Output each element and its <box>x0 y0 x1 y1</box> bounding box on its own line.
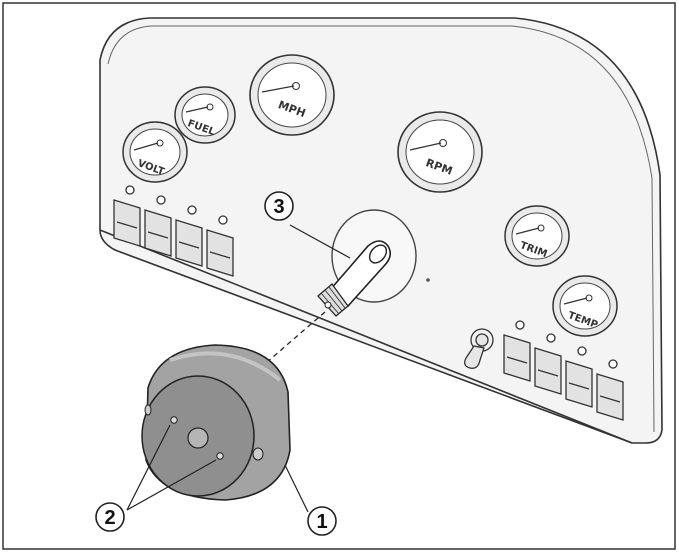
toggle-switch <box>206 215 234 277</box>
callout-1: 1 <box>307 506 337 536</box>
gauge-temp: TEMP <box>552 275 618 337</box>
toggle-switch <box>144 195 172 257</box>
callout-2-number: 2 <box>104 507 115 529</box>
switch-bank-right <box>503 320 624 421</box>
gauge-trim: TRIM <box>504 205 570 267</box>
toggle-switch <box>596 359 624 421</box>
steering-hub <box>141 344 291 501</box>
gauge-fuel: FUEL <box>174 86 236 144</box>
leader-line-2 <box>126 424 217 511</box>
callout-3-number: 3 <box>273 196 284 218</box>
gauge-volt: VOLT <box>122 121 188 183</box>
callout-3: 3 <box>264 191 294 221</box>
leader-line-1 <box>284 464 309 513</box>
toggle-switch <box>113 185 141 247</box>
gauge-rpm: RPM <box>397 111 483 193</box>
ignition-key <box>464 328 494 369</box>
callout-1-number: 1 <box>316 511 327 533</box>
gauge-mph: MPH <box>249 54 335 136</box>
toggle-switch <box>534 333 562 395</box>
toggle-switch <box>175 205 203 267</box>
toggle-switch <box>503 320 531 382</box>
leader-line-3 <box>289 224 351 259</box>
callout-2: 2 <box>95 502 125 532</box>
toggle-switch <box>565 346 593 408</box>
switch-bank-left <box>113 185 234 277</box>
steering-shaft <box>317 240 392 317</box>
